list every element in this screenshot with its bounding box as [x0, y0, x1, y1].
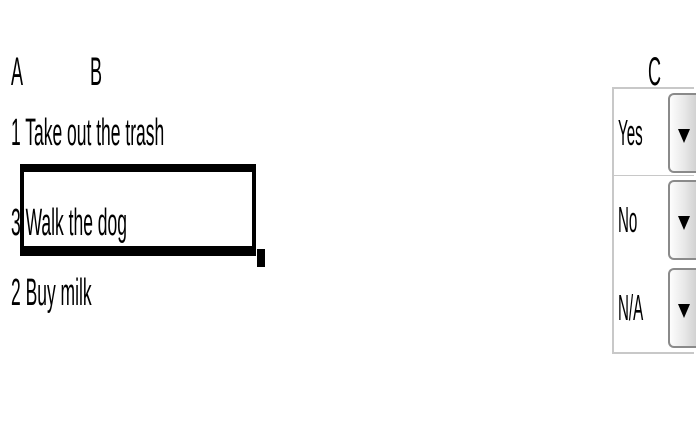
- dropdown-button[interactable]: [668, 268, 696, 348]
- dropdown-arrow-icon: [678, 216, 690, 230]
- column-header-b[interactable]: B: [90, 50, 103, 94]
- table-row[interactable]: 2 Buy milk: [11, 268, 186, 318]
- selected-cell-outline[interactable]: [20, 164, 256, 256]
- dropdown-button[interactable]: [668, 180, 696, 260]
- table-row[interactable]: 1 Take out the trash: [11, 108, 344, 158]
- status-dropdown[interactable]: N/A: [612, 264, 696, 354]
- column-header-a[interactable]: A: [11, 50, 24, 94]
- dropdown-arrow-icon: [678, 304, 690, 318]
- dropdown-arrow-icon: [678, 129, 690, 143]
- row-cell-text: 2 Buy milk: [11, 272, 92, 314]
- status-dropdown[interactable]: No: [612, 176, 696, 266]
- table-row[interactable]: 3 Walk the dog: [11, 198, 263, 248]
- fill-handle[interactable]: [257, 249, 265, 267]
- dropdown-value: Yes: [618, 112, 643, 153]
- dropdown-value: No: [618, 199, 638, 240]
- row-cell-text: 3 Walk the dog: [11, 202, 127, 244]
- dropdown-value: N/A: [618, 287, 644, 328]
- status-dropdown[interactable]: Yes: [612, 87, 696, 177]
- row-cell-text: 1 Take out the trash: [11, 112, 165, 154]
- column-header-c[interactable]: C: [648, 50, 662, 94]
- dropdown-button[interactable]: [668, 93, 696, 173]
